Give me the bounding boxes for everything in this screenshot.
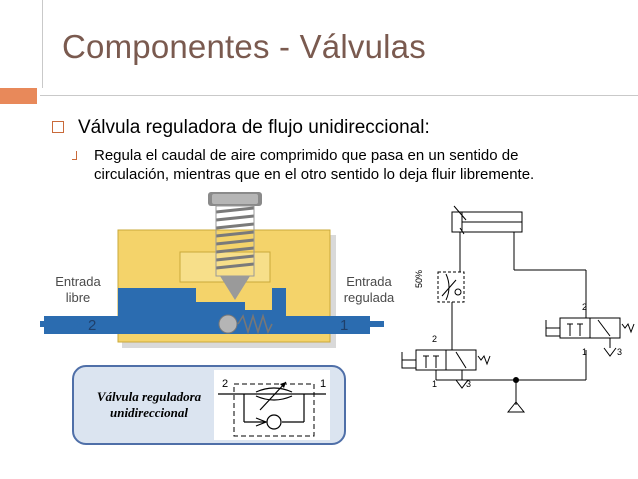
screw-thread: [215, 206, 255, 270]
square-bullet-icon: [52, 121, 64, 133]
valve-a-port-1: 1: [432, 379, 438, 389]
sub-bullet-line-2: circulación, mientras que en el otro sen…: [94, 166, 535, 183]
sub-bullet-line-1: Regula el caudal de aire comprimido que …: [94, 147, 519, 164]
valve-a-port-2: 2: [432, 334, 438, 344]
inlet-right-line-1: Entrada: [346, 274, 392, 289]
valve-b-port-2: 2: [582, 302, 588, 312]
slide-title: Componentes - Válvulas: [62, 28, 426, 65]
inlet-left-label: Entrada libre: [48, 274, 108, 306]
valve-b-port-1: 1: [582, 347, 588, 357]
sub-bullet: Regula el caudal de aire comprimido que …: [72, 146, 604, 184]
flow-valve-symbol: [218, 381, 326, 437]
left-rule: [42, 0, 43, 88]
bullet-valve-name: Válvula reguladora de flujo unidireccion…: [52, 117, 430, 139]
legend-port-1: 1: [320, 378, 327, 390]
valve-a-port-3: 3: [466, 379, 472, 389]
sub-bullet-icon: [72, 151, 77, 160]
bullet-text: Válvula reguladora de flujo unidireccion…: [78, 117, 430, 138]
flow-arrow-right: [338, 316, 384, 332]
inlet-left-line-2: libre: [65, 290, 91, 305]
inlet-right-line-2: regulada: [343, 290, 395, 305]
legend-text: Válvula reguladora unidireccional: [96, 389, 202, 420]
accent-bar: [0, 88, 37, 104]
junction-dot: [513, 377, 519, 383]
inlet-left-line-1: Entrada: [55, 274, 101, 289]
legend-symbol: [214, 370, 330, 440]
flow-arrow-left: [40, 316, 80, 332]
valve-b-port-3: 3: [617, 347, 623, 357]
port-right-number: 1: [340, 317, 349, 334]
legend-port-2: 2: [222, 378, 229, 390]
inlet-right-label: Entrada regulada: [334, 274, 404, 306]
valve-cross-section: [40, 192, 384, 348]
pneumatic-circuit: [401, 205, 635, 413]
title-rule: [40, 95, 638, 96]
port-left-number: 2: [88, 317, 97, 334]
circuit-percent: 50%: [414, 269, 424, 288]
